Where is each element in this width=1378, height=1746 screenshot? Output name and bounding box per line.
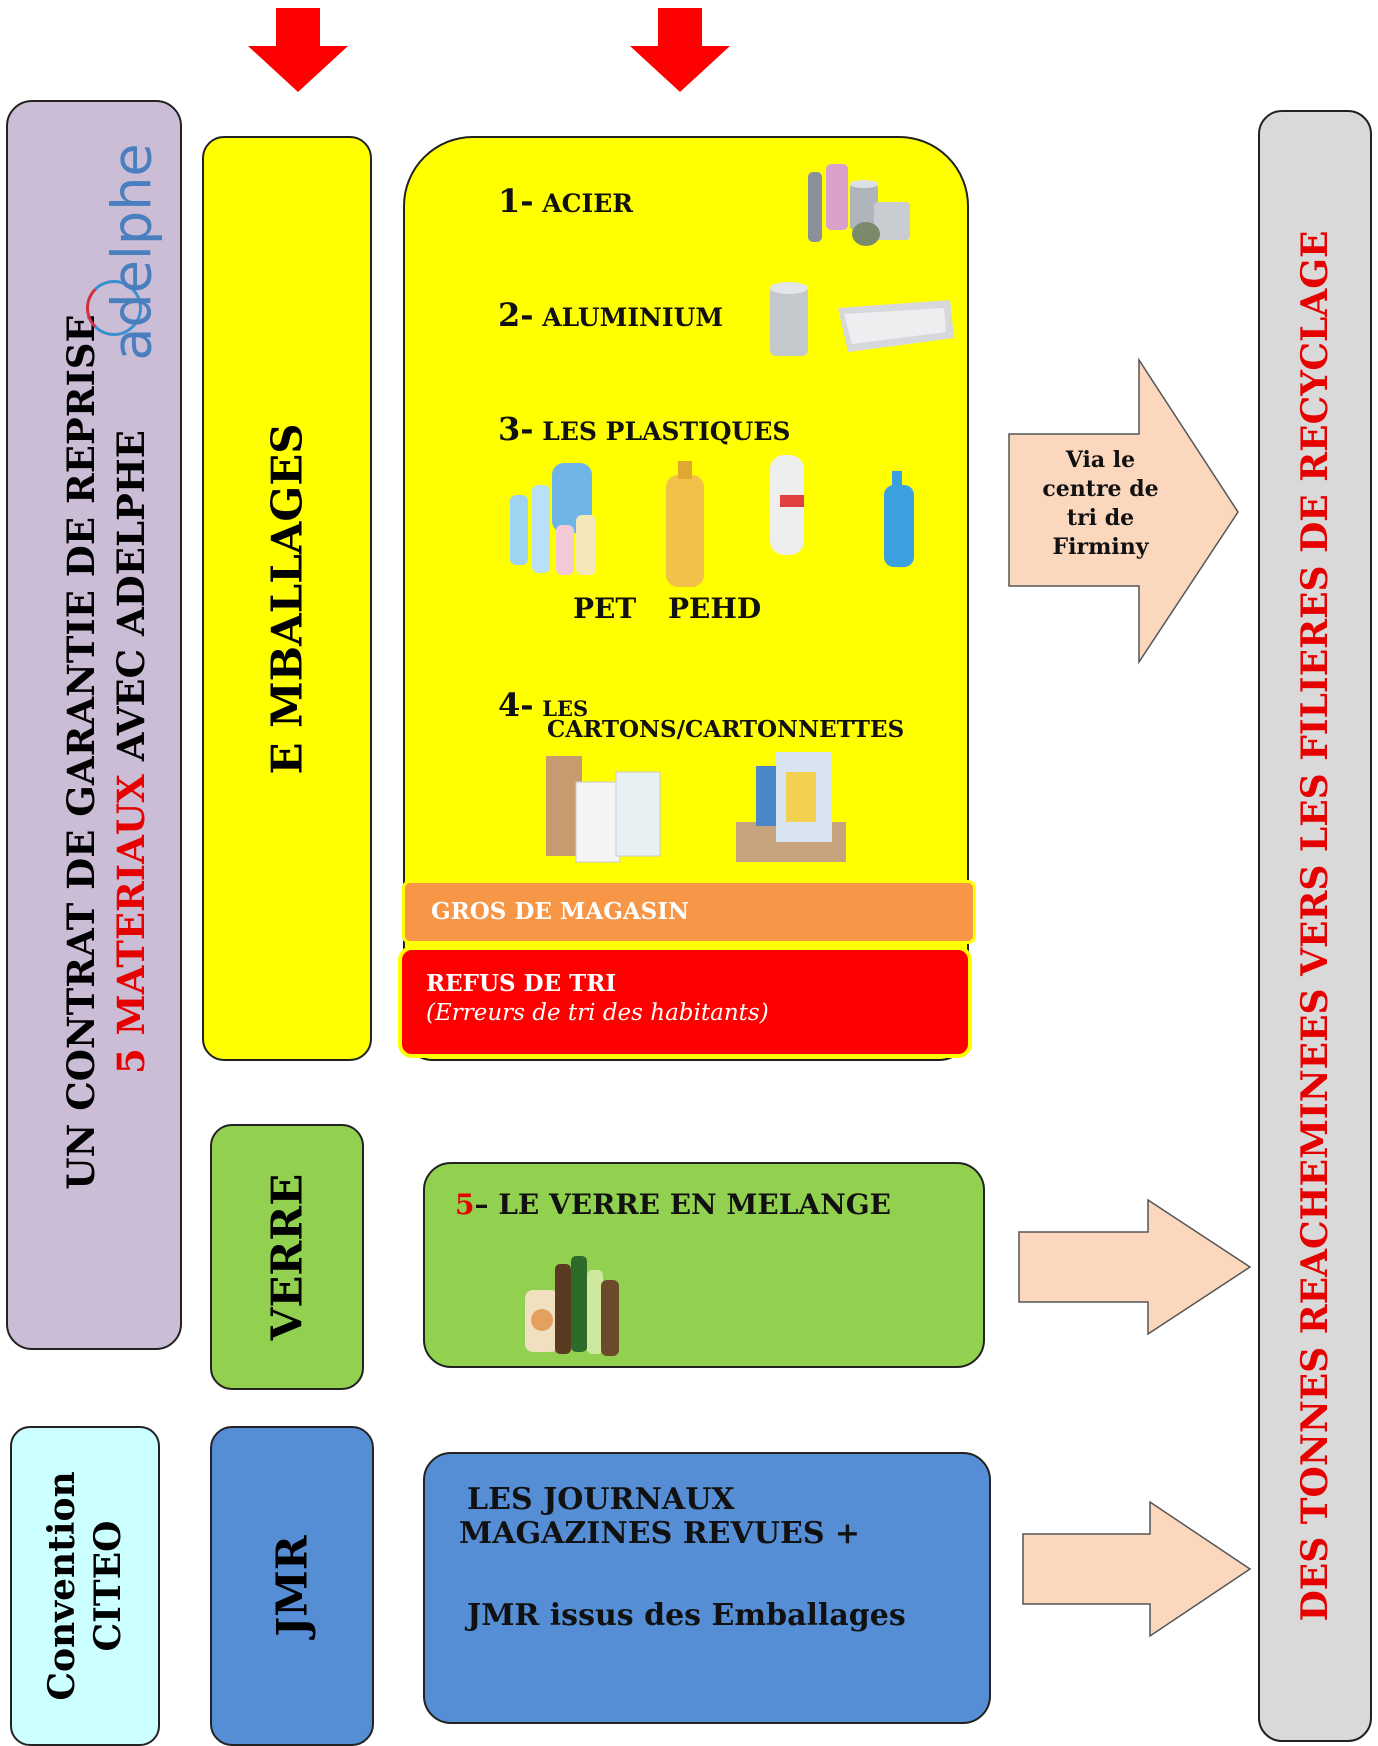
down-arrow-icon (630, 8, 730, 92)
refus-de-tri-title: REFUS DE TRI (426, 970, 617, 997)
refus-de-tri-subtitle: (Erreurs de tri des habitants) (426, 1000, 769, 1026)
contract-line-1: UN CONTRAT DE GARANTIE DE REPRISE (59, 314, 103, 1190)
adelphe-logo: adelphe (78, 132, 188, 372)
pehd-label: PEHD (668, 592, 762, 625)
jmr-column: JMR (210, 1426, 374, 1746)
right-arrow-icon (1018, 1198, 1252, 1336)
material-acier: 1- ACIER (498, 182, 634, 220)
steel-packaging-icon (808, 164, 910, 246)
gros-de-magasin-label: GROS DE MAGASIN (431, 898, 690, 925)
convention-citeo-box: Convention CITEO (10, 1426, 160, 1746)
via-firminy-text: Via le centre de tri de Firminy (1042, 447, 1159, 560)
jmr-materials-box: LES JOURNAUX MAGAZINES REVUES + JMR issu… (423, 1452, 991, 1724)
material-cartons: 4- LES (498, 686, 589, 724)
refus-de-tri-box: REFUS DE TRI (Erreurs de tri des habitan… (398, 946, 972, 1058)
contract-panel: UN CONTRAT DE GARANTIE DE REPRISE 5 MATE… (6, 100, 182, 1350)
right-arrow-icon (1022, 1500, 1252, 1638)
down-arrow-icon (248, 8, 348, 92)
verre-column: VERRE (210, 1124, 364, 1390)
verre-material-number: 5 (455, 1188, 475, 1221)
emballages-label: E MBALLAGES (262, 422, 312, 775)
recycling-panel: DES TONNES REACHEMINEES VERS LES FILIERE… (1258, 110, 1372, 1742)
jmr-line-2: MAGAZINES REVUES + (459, 1516, 861, 1551)
carton-packaging-icon (546, 752, 846, 863)
recycling-label: DES TONNES REACHEMINEES VERS LES FILIERE… (1294, 230, 1336, 1622)
jmr-line-1: LES JOURNAUX (467, 1482, 735, 1517)
jmr-label: JMR (267, 1535, 317, 1637)
emballages-column: E MBALLAGES (202, 136, 372, 1061)
material-aluminium: 2- ALUMINIUM (498, 296, 724, 334)
materials-count: 5 (109, 1048, 153, 1074)
verre-material-label: 5– LE VERRE EN MELANGE (455, 1188, 891, 1221)
contract-line-2-rest: AVEC ADELPHE (109, 430, 153, 762)
gros-de-magasin-bar: GROS DE MAGASIN (402, 880, 976, 944)
materials-highlight: MATERIAUX (109, 774, 153, 1036)
aluminium-packaging-icon (770, 282, 954, 356)
citeo-label: CITEO (87, 1520, 129, 1652)
material-cartons-line2: CARTONS/CARTONNETTES (547, 716, 905, 743)
verre-label: VERRE (262, 1173, 312, 1341)
convention-label: Convention (41, 1471, 83, 1701)
jmr-line-3: JMR issus des Emballages (467, 1598, 906, 1633)
right-arrow-icon (1008, 357, 1239, 665)
material-plastiques: 3- LES PLASTIQUES (498, 410, 791, 448)
pet-label: PET (573, 592, 637, 625)
verre-materials-box: 5– LE VERRE EN MELANGE (423, 1162, 985, 1368)
contract-text: UN CONTRAT DE GARANTIE DE REPRISE 5 MATE… (56, 314, 156, 1189)
plastic-bottles-icon (510, 455, 914, 587)
glass-bottles-icon (525, 1256, 619, 1356)
contract-line-2: 5 MATERIAUX AVEC ADELPHE (106, 314, 156, 1189)
